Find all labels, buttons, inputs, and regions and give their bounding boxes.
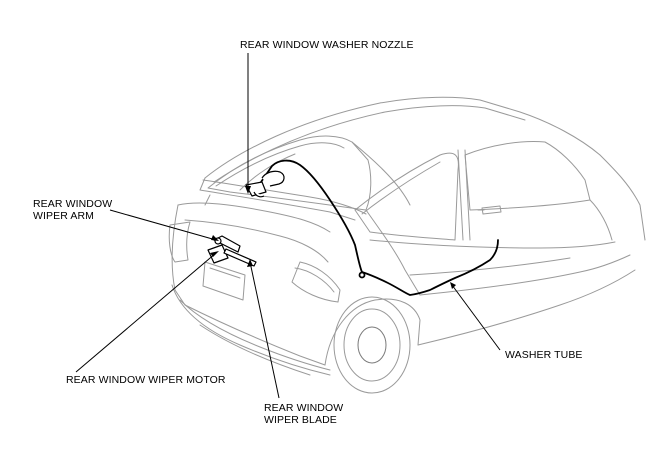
leader-tube xyxy=(451,284,501,351)
label-wiper-arm-line1: REAR WINDOW xyxy=(33,198,112,210)
label-wiper-blade-line1: REAR WINDOW xyxy=(264,402,343,414)
wiper-assembly-part xyxy=(207,235,257,267)
arrowheads xyxy=(210,186,456,289)
leader-motor xyxy=(75,252,217,373)
labels: REAR WINDOW WASHER NOZZLE REAR WINDOW WI… xyxy=(33,39,583,426)
vehicle-outline xyxy=(168,96,646,394)
label-wiper-motor: REAR WINDOW WIPER MOTOR xyxy=(66,374,226,386)
leader-arm xyxy=(109,209,217,241)
leader-lines xyxy=(75,53,501,399)
washer-tube xyxy=(255,159,499,296)
label-washer-tube: WASHER TUBE xyxy=(505,349,583,361)
label-wiper-blade-line2: WIPER BLADE xyxy=(264,414,337,426)
label-washer-nozzle: REAR WINDOW WASHER NOZZLE xyxy=(240,39,414,51)
leader-blade xyxy=(249,261,280,399)
label-wiper-arm-line2: WIPER ARM xyxy=(33,210,94,222)
washer-nozzle-part xyxy=(245,170,285,198)
